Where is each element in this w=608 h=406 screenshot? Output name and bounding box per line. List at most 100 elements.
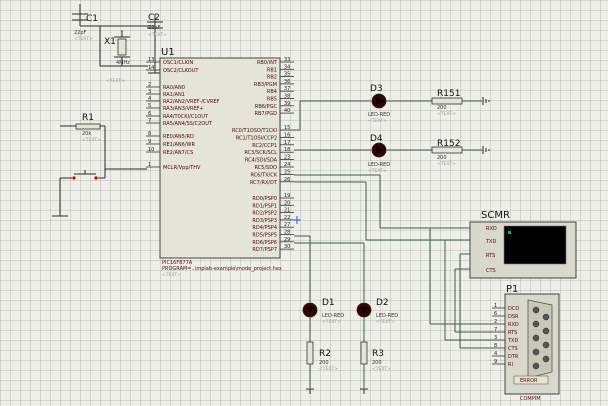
mcu-pin-number: 13 <box>148 57 154 63</box>
d1-value: LED-RED <box>322 313 344 319</box>
reset-circuit[interactable]: R1 20k <TEXT> <box>52 113 147 217</box>
terminal-screen <box>503 225 567 265</box>
d1-text: <TEXT> <box>322 319 341 325</box>
x1-label: X1 <box>104 37 116 47</box>
scmr-pin-rts: RTS <box>486 253 495 259</box>
mcu-pin-name: RD4/PSP4 <box>252 225 277 231</box>
mcu-pin-number: 37 <box>284 86 290 92</box>
d1-label: D1 <box>322 298 335 308</box>
d3-label: D3 <box>370 84 383 94</box>
mcu-pin-number: 5 <box>148 103 151 109</box>
mcu-pin-name: RE2/AN7/CS <box>163 150 193 156</box>
p1-pin-number: 4 <box>494 351 497 357</box>
mcu-pin-number: 2 <box>148 82 151 88</box>
p1-pin-number: 8 <box>494 343 497 349</box>
r151-text: <TEXT> <box>437 111 456 117</box>
p1-pin-hole <box>532 348 540 356</box>
d3-value: LED-RED <box>368 112 390 118</box>
scmr-pin-cts: CTS <box>486 268 496 274</box>
p1-pin-name: DSR <box>508 314 519 320</box>
d3-text: <TEXT> <box>368 118 387 124</box>
mcu-pin-name: RD3/PSP3 <box>252 218 277 224</box>
led-d3-circuit[interactable]: D3 LED-RED <TEXT> R151 200 <TEXT> <box>294 84 490 131</box>
mcu-pin-number: 23 <box>284 155 290 161</box>
mcu-pin-number: 21 <box>284 208 290 214</box>
d2-text: <TEXT> <box>376 319 395 325</box>
mcu-pin-number: 6 <box>148 111 151 117</box>
mcu-pin-number: 17 <box>284 140 290 146</box>
mcu-pin-name: RB0/INT <box>257 60 278 66</box>
mcu-pin-number: 20 <box>284 200 290 206</box>
mcu-pin-number: 8 <box>148 131 151 137</box>
mcu-pin-name: RD7/PSP7 <box>252 247 277 253</box>
mcu-pin-name: RC3/SCK/SCL <box>244 150 277 156</box>
p1-pin-number: 7 <box>494 327 497 333</box>
r1-label: R1 <box>82 113 94 123</box>
c1-label: C1 <box>86 14 98 24</box>
p1-label: P1 <box>506 284 518 295</box>
mcu-pin-name: RB3/PGM <box>254 82 277 88</box>
mcu-pin-name: RB6/PGC <box>255 104 278 110</box>
mcu-pin-number: 3 <box>148 89 151 95</box>
c2-label: C2 <box>148 13 160 23</box>
mcu-pin-name: RA3/AN3/VREF+ <box>163 106 204 112</box>
mcu-pin-name: RC1/T1OSI/CCP2 <box>236 135 277 141</box>
mcu-pin-number: 15 <box>284 125 290 131</box>
oscillator-circuit[interactable]: C1 22pF <TEXT> C2 22pF <TEXT> X1 4MHz <T… <box>72 4 167 84</box>
r152-value: 200 <box>437 155 447 161</box>
r3-text: <TEXT> <box>372 366 391 372</box>
led-d1-circuit[interactable]: D1 LED-RED <TEXT> R2 200 <TEXT> <box>294 235 344 394</box>
mcu-pin-number: 9 <box>148 139 151 145</box>
mcu-pin-name: RD1/PSP1 <box>252 203 277 209</box>
mcu-pin-name: RE1/AN6/WR <box>163 142 195 148</box>
mcu-pin-number: 18 <box>284 147 290 153</box>
d2-label: D2 <box>376 298 389 308</box>
p1-connector-holes <box>532 306 550 370</box>
mcu-pin-number: 35 <box>284 72 290 78</box>
d4-label: D4 <box>370 134 383 144</box>
mcu-pin-name: RB7/PGD <box>254 111 277 117</box>
mcu-pin-number: 22 <box>284 215 290 221</box>
p1-pin-number: 1 <box>494 303 497 309</box>
r152-label: R152 <box>437 139 460 149</box>
mcu-pin-number: 14 <box>148 65 154 71</box>
r2-value: 200 <box>319 360 329 366</box>
p1-pin-name: CTS <box>508 346 518 352</box>
p1-pin-hole <box>532 320 540 328</box>
led-d4-circuit[interactable]: D4 LED-RED <TEXT> R152 200 <TEXT> <box>294 134 490 174</box>
u1-text: <TEXT> <box>162 272 181 278</box>
mcu-pin-number: 24 <box>284 162 290 168</box>
mcu-pin-name: OSC1/CLKIN <box>163 60 193 66</box>
mcu-pin-name: RA4/T0CKI/C1OUT <box>163 114 209 120</box>
p1-pin-hole <box>542 313 550 321</box>
scmr-pin-rxd: RXD <box>486 226 497 232</box>
p1-pin-name: DCD <box>508 306 519 312</box>
mcu-right-pins: 33RB0/INT34RB135RB236RB3/PGM37RB438RB539… <box>232 57 294 253</box>
mcu-pin-name: RA1/AN1 <box>163 92 185 98</box>
mcu-pin-name: OSC2/CLKOUT <box>163 68 199 74</box>
virtual-terminal-scmr[interactable]: SCMR RXD TXD RTS CTS <box>469 210 577 279</box>
led-d2-circuit[interactable]: D2 LED-RED <TEXT> R3 200 <TEXT> <box>294 242 398 394</box>
mcu-pin-number: 38 <box>284 94 290 100</box>
mcu-pin-number: 16 <box>284 132 290 138</box>
c1-value: 22pF <box>74 30 87 36</box>
r152-text: <TEXT> <box>437 161 456 167</box>
p1-pin-name: TXD <box>507 338 518 344</box>
mcu-pin-number: 19 <box>284 193 290 199</box>
r3-label: R3 <box>372 349 384 359</box>
r1-value: 20k <box>82 131 91 137</box>
mcu-pin-number: 39 <box>284 101 290 107</box>
mcu-pin-name: RB1 <box>267 67 277 73</box>
p1-pin-name: RTS <box>508 330 517 336</box>
mcu-pin-name: RA0/AN0 <box>163 85 185 91</box>
mcu-pin-name: RA2/AN2/VREF-/CVREF <box>163 99 220 105</box>
mcu-pin-number: 25 <box>284 169 290 175</box>
x1-text: <TEXT> <box>106 78 125 84</box>
u1-label: U1 <box>161 47 175 58</box>
mcu-pin-name: RC7/RX/DT <box>250 180 278 186</box>
mcu-pin-number: 26 <box>284 177 290 183</box>
mcu-pin-name: RC6/TX/CK <box>250 172 277 178</box>
